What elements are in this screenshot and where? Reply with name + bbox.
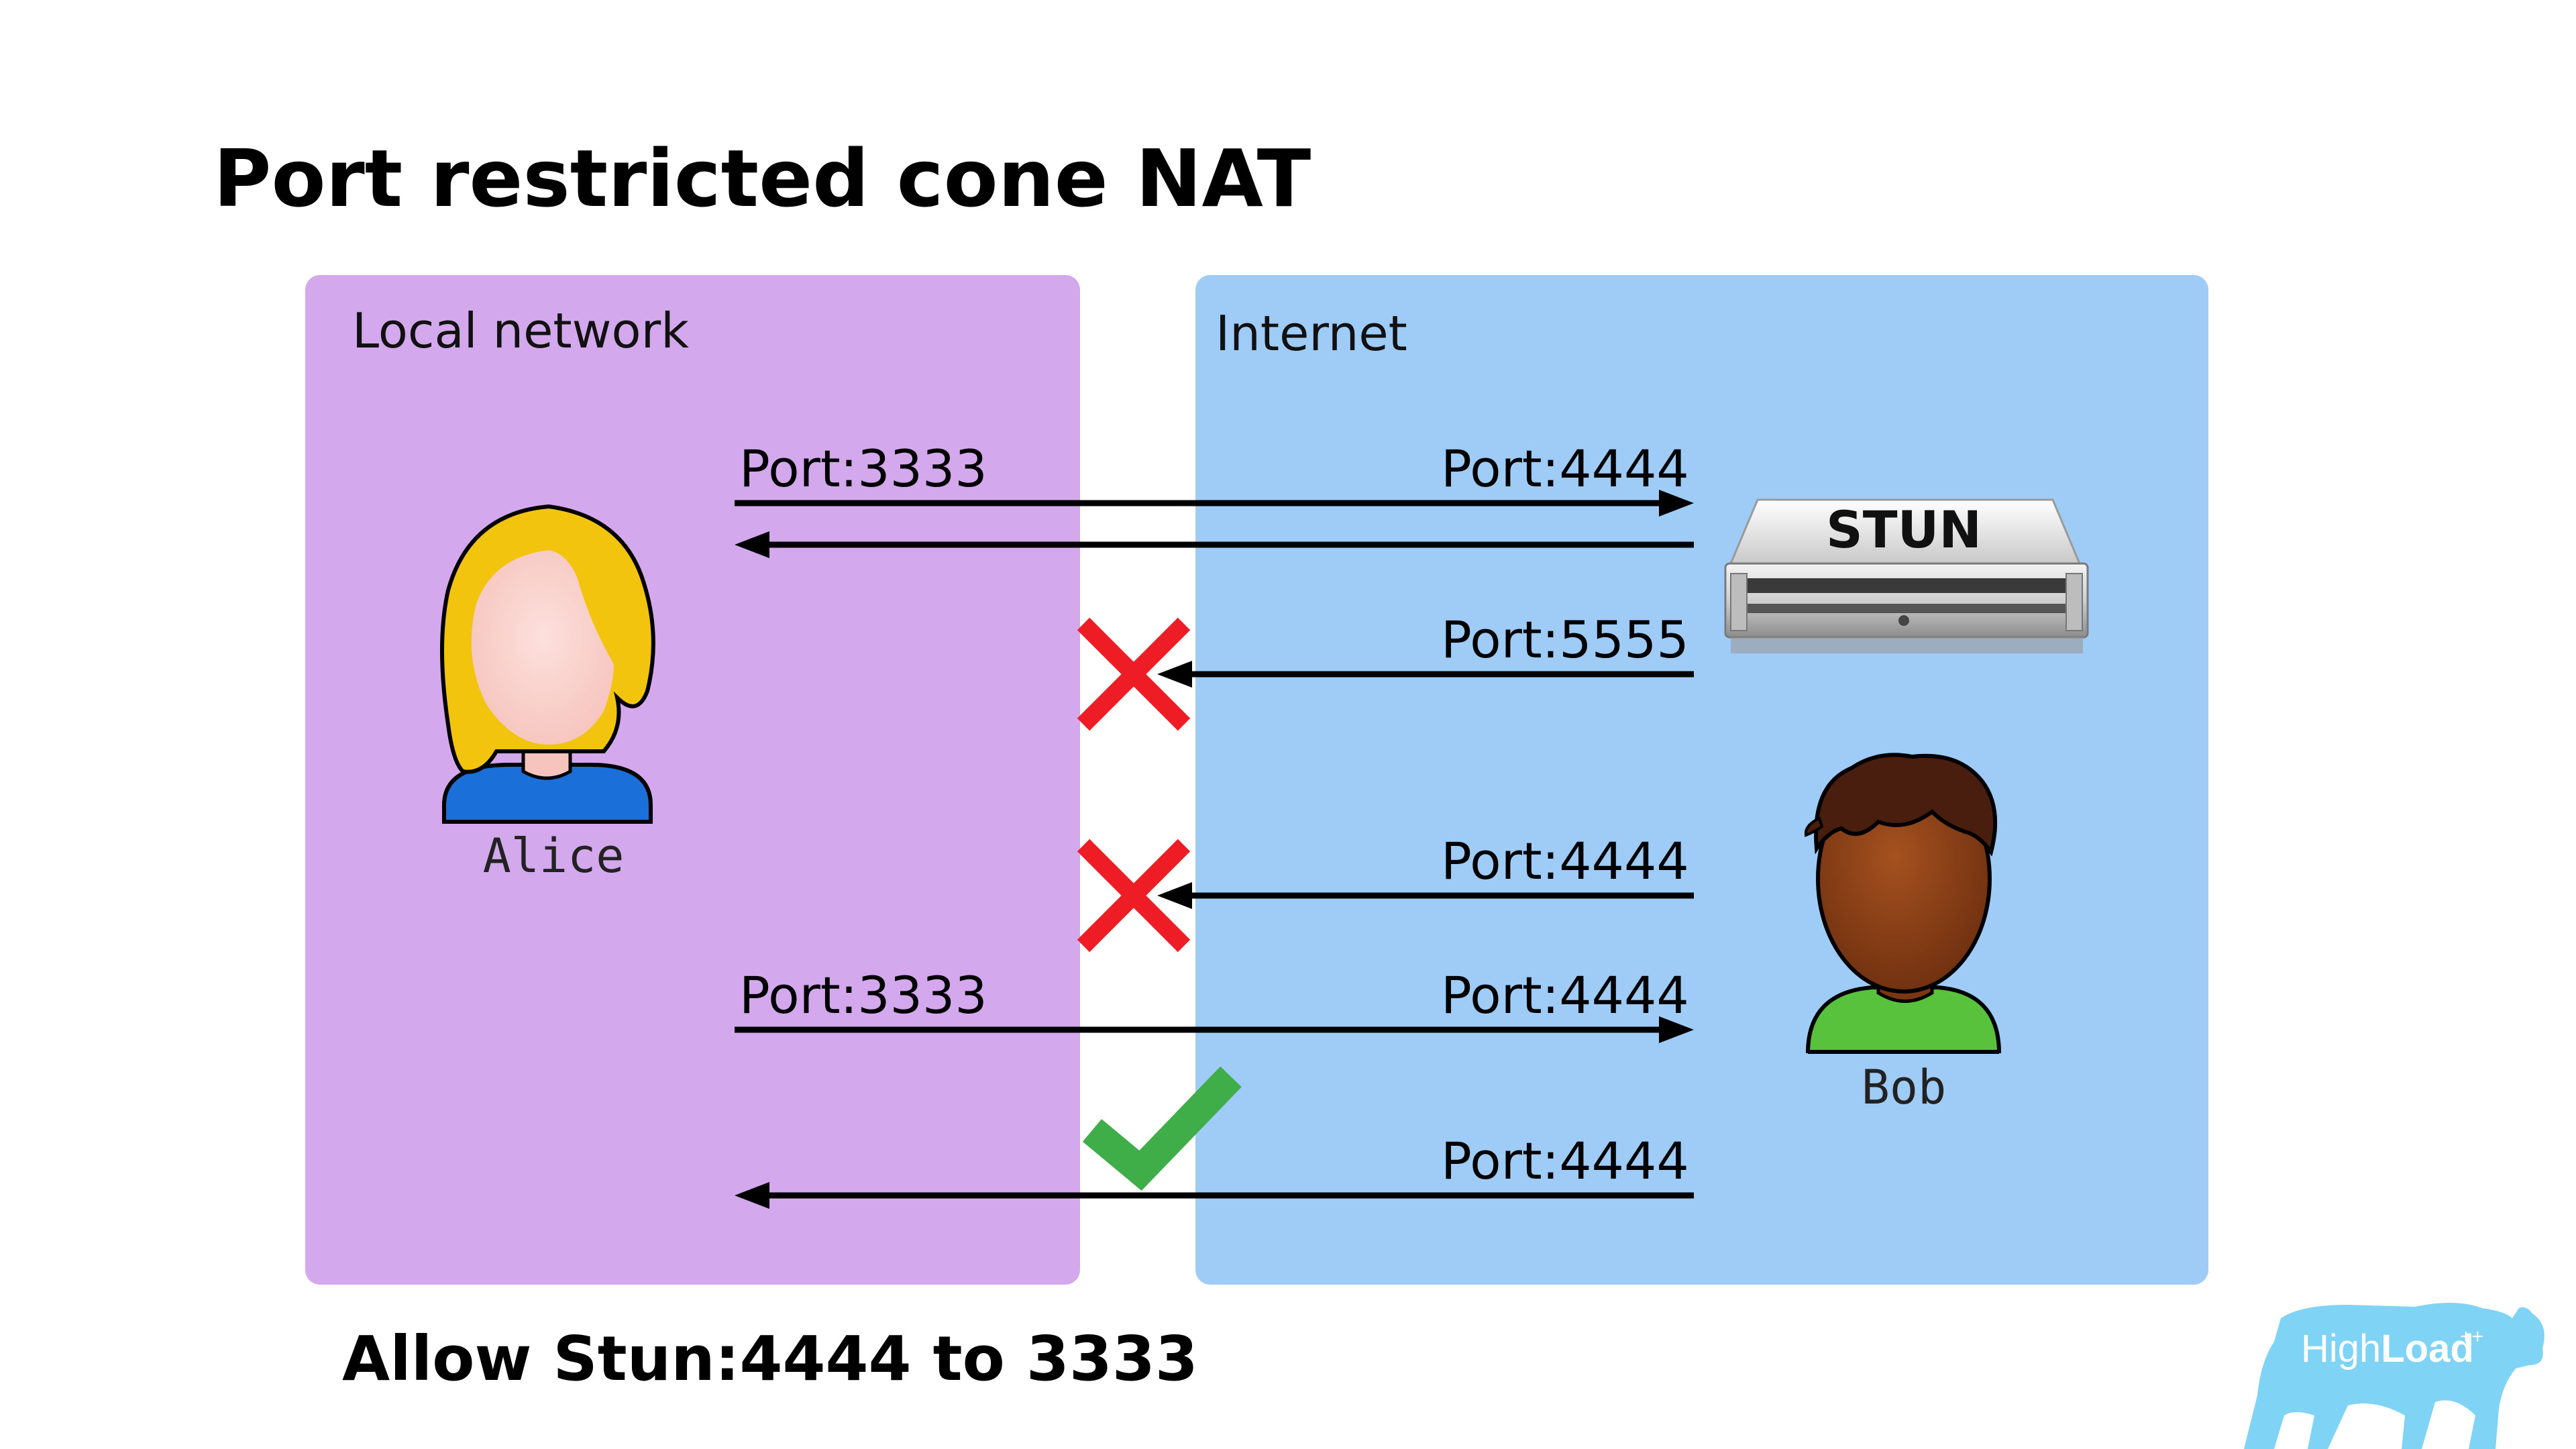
blocked-x-icon <box>1077 617 1191 731</box>
arrow-1-left-label: Port:3333 <box>739 439 987 498</box>
arrow-1-right-label: Port:4444 <box>1441 439 1689 498</box>
arrow-1: Port:3333 Port:4444 <box>735 439 1694 517</box>
arrow-5-left-label: Port:3333 <box>739 965 987 1025</box>
logo-text-light: High <box>2301 1327 2381 1371</box>
highload-logo: HighLoad ++ <box>2244 1302 2544 1449</box>
local-network-panel <box>305 275 1080 1285</box>
arrow-6: Port:4444 <box>735 1066 1694 1209</box>
arrow-4: Port:4444 <box>1077 831 1694 953</box>
footer-caption: Allow Stun:4444 to 3333 <box>342 1323 1198 1395</box>
arrow-4-right-label: Port:4444 <box>1441 831 1689 891</box>
alice-avatar <box>440 504 655 824</box>
arrow-3-right-label: Port:5555 <box>1441 610 1689 669</box>
stun-server-icon <box>1724 498 2089 653</box>
internet-panel <box>1195 275 2208 1285</box>
logo-superscript: ++ <box>2460 1326 2483 1348</box>
internet-label: Internet <box>1216 305 1407 362</box>
svg-text:HighLoad: HighLoad <box>2301 1327 2474 1371</box>
stun-label: STUN <box>1826 500 1982 559</box>
local-network-label: Local network <box>352 303 689 359</box>
bear-icon <box>2244 1302 2544 1449</box>
bob-label: Bob <box>1862 1060 1946 1115</box>
logo-text-bold: Load <box>2381 1327 2474 1371</box>
arrow-3: Port:5555 <box>1077 610 1694 731</box>
arrow-5: Port:3333 Port:4444 <box>735 965 1694 1043</box>
alice-label: Alice <box>483 828 625 883</box>
bob-avatar <box>1804 753 2001 1054</box>
page-title: Port restricted cone NAT <box>213 132 1311 225</box>
blocked-x-icon <box>1077 839 1191 953</box>
arrow-5-right-label: Port:4444 <box>1441 965 1689 1025</box>
arrow-2 <box>735 531 1694 558</box>
arrow-6-right-label: Port:4444 <box>1441 1131 1689 1191</box>
allowed-check-icon <box>1082 1066 1242 1191</box>
